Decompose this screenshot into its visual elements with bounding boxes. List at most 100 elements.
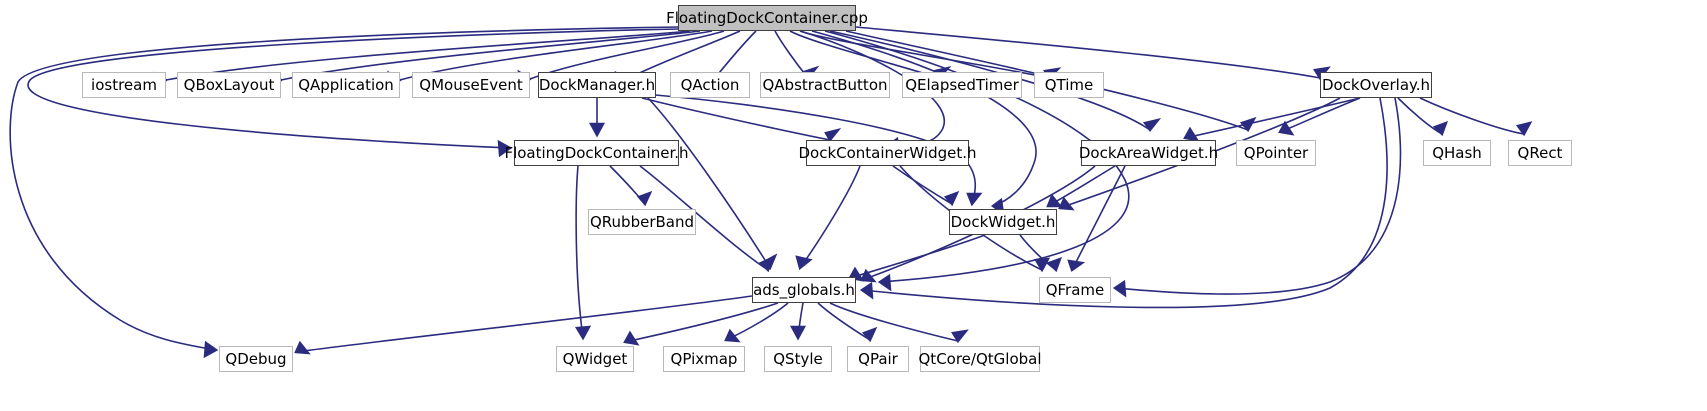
edge-dockmanager-to-dockcontainer bbox=[641, 97, 842, 143]
edge-arrowhead bbox=[1278, 120, 1295, 136]
graph-node-qstyle[interactable]: QStyle bbox=[764, 346, 832, 372]
edge-dockmanager-to-adsglobals bbox=[647, 97, 778, 271]
edge-dockoverlay-to-qframe bbox=[1112, 97, 1402, 298]
graph-node-qtglobal[interactable]: QtCore/QtGlobal bbox=[918, 346, 1042, 372]
graph-node-label: QElapsedTimer bbox=[905, 75, 1019, 94]
edge-arrowhead bbox=[623, 330, 640, 346]
graph-node-root[interactable]: FloatingDockContainer.cpp bbox=[666, 5, 868, 31]
graph-node-adsglobals[interactable]: ads_globals.h bbox=[752, 277, 856, 303]
graph-node-label: QApplication bbox=[298, 75, 394, 94]
graph-node-label: DockWidget.h bbox=[950, 212, 1056, 231]
graph-node-iostream[interactable]: iostream bbox=[82, 72, 166, 98]
graph-node-label: QRubberBand bbox=[589, 212, 694, 231]
graph-node-label: QFrame bbox=[1045, 280, 1105, 299]
graph-node-qtime[interactable]: QTime bbox=[1034, 72, 1104, 98]
edge-arrowhead bbox=[1142, 118, 1162, 132]
edge-arrowhead bbox=[877, 273, 892, 292]
graph-node-qpixmap[interactable]: QPixmap bbox=[663, 346, 745, 372]
graph-node-qpointer[interactable]: QPointer bbox=[1236, 140, 1316, 166]
edge-floatingdock-to-qrubberband bbox=[609, 165, 653, 207]
graph-node-qwidget[interactable]: QWidget bbox=[556, 346, 634, 372]
edge-floatingdock-to-adsglobals bbox=[639, 165, 775, 273]
edge-dockoverlay-to-qrect bbox=[1419, 97, 1533, 137]
edge-root-to-qabstractbutton bbox=[774, 30, 820, 81]
graph-node-label: QHash bbox=[1432, 143, 1482, 162]
graph-node-qrubberband[interactable]: QRubberBand bbox=[588, 209, 696, 235]
edge-root-to-dockwidget bbox=[811, 30, 1037, 216]
edge-dockmanager-to-floatingdock bbox=[588, 98, 606, 138]
graph-node-label: DockContainerWidget.h bbox=[798, 143, 977, 162]
graph-node-dockoverlay[interactable]: DockOverlay.h bbox=[1320, 72, 1432, 98]
edge-dockwidget-to-qframe bbox=[1019, 234, 1063, 273]
graph-node-label: QPixmap bbox=[670, 349, 738, 368]
edge-arrowhead bbox=[795, 255, 813, 271]
graph-node-label: QDebug bbox=[225, 349, 287, 368]
edge-adsglobals-to-qpair bbox=[817, 302, 878, 343]
edge-arrowhead bbox=[636, 190, 653, 207]
edge-adsglobals-to-qwidget bbox=[623, 302, 779, 346]
edge-dockmanager-to-dockwidget bbox=[654, 94, 983, 207]
edge-arrowhead bbox=[203, 340, 219, 359]
graph-node-label: QWidget bbox=[562, 349, 628, 368]
edge-arrowhead bbox=[1183, 126, 1200, 142]
graph-node-label: DockOverlay.h bbox=[1321, 75, 1431, 94]
edge-arrowhead bbox=[724, 328, 741, 343]
edge-arrowhead bbox=[497, 139, 513, 158]
edge-arrowhead bbox=[859, 281, 874, 300]
edge-floatingdock-to-qwidget bbox=[574, 165, 592, 341]
graph-node-qapplication[interactable]: QApplication bbox=[292, 72, 400, 98]
edge-root-to-qdebug bbox=[9, 26, 679, 359]
graph-node-label: ads_globals.h bbox=[753, 280, 855, 299]
graph-node-qhash[interactable]: QHash bbox=[1423, 140, 1491, 166]
graph-node-floatingdock[interactable]: FloatingDockContainer.h bbox=[504, 140, 689, 166]
edge-root-to-adsglobals bbox=[824, 30, 1130, 292]
edge-dockoverlay-to-dockarea bbox=[1183, 97, 1361, 142]
graph-node-label: QAction bbox=[680, 75, 740, 94]
graph-node-label: QTime bbox=[1044, 75, 1094, 94]
graph-node-label: FloatingDockContainer.cpp bbox=[666, 8, 868, 27]
edge-arrowhead bbox=[861, 326, 878, 343]
edge-arrowhead bbox=[1046, 193, 1063, 208]
graph-node-qmouseevent[interactable]: QMouseEvent bbox=[412, 72, 530, 98]
graph-node-qboxlayout[interactable]: QBoxLayout bbox=[177, 72, 281, 98]
edge-arrowhead bbox=[789, 325, 807, 341]
edge-arrowhead bbox=[1515, 121, 1533, 137]
graph-node-label: QStyle bbox=[773, 349, 823, 368]
edge-dockarea-to-dockwidget bbox=[1046, 165, 1116, 208]
edge-arrowhead bbox=[951, 329, 969, 344]
graph-node-qaction[interactable]: QAction bbox=[670, 72, 750, 98]
graph-node-qabstractbutton[interactable]: QAbstractButton bbox=[760, 72, 890, 98]
edge-arrowhead bbox=[1046, 256, 1063, 273]
edge-adsglobals-to-qdebug bbox=[294, 295, 753, 355]
edge-arrowhead bbox=[943, 190, 960, 207]
edge-adsglobals-to-qstyle bbox=[789, 302, 807, 341]
graph-node-label: DockManager.h bbox=[538, 75, 656, 94]
edge-adsglobals-to-qtglobal bbox=[829, 302, 969, 344]
graph-node-qdebug[interactable]: QDebug bbox=[219, 346, 293, 372]
graph-node-label: QtCore/QtGlobal bbox=[918, 349, 1042, 368]
graph-node-label: QRect bbox=[1517, 143, 1563, 162]
edge-arrowhead bbox=[1058, 196, 1075, 211]
graph-node-label: QMouseEvent bbox=[419, 75, 523, 94]
graph-node-qrect[interactable]: QRect bbox=[1508, 140, 1572, 166]
edge-arrowhead bbox=[1067, 259, 1086, 272]
edge-root-to-dockoverlay bbox=[855, 26, 1331, 81]
graph-node-label: QAbstractButton bbox=[762, 75, 888, 94]
graph-node-dockmanager[interactable]: DockManager.h bbox=[538, 72, 656, 98]
graph-node-label: QPair bbox=[858, 349, 898, 368]
edge-adsglobals-to-qpixmap bbox=[724, 302, 789, 343]
graph-node-label: QPointer bbox=[1243, 143, 1309, 162]
graph-node-dockwidget[interactable]: DockWidget.h bbox=[949, 209, 1057, 235]
edge-dockoverlay-to-qpointer bbox=[1278, 97, 1361, 136]
graph-node-qpair[interactable]: QPair bbox=[847, 346, 909, 372]
edge-arrowhead bbox=[824, 127, 842, 143]
graph-node-label: QBoxLayout bbox=[183, 75, 275, 94]
edge-arrowhead bbox=[1432, 120, 1449, 137]
graph-node-label: DockAreaWidget.h bbox=[1078, 143, 1219, 162]
graph-node-qframe[interactable]: QFrame bbox=[1039, 277, 1111, 303]
graph-node-dockcontainer[interactable]: DockContainerWidget.h bbox=[798, 140, 977, 166]
edge-arrowhead bbox=[1112, 279, 1127, 298]
graph-node-qelapsedtimer[interactable]: QElapsedTimer bbox=[902, 72, 1022, 98]
edge-arrowhead bbox=[294, 340, 311, 355]
graph-node-dockarea[interactable]: DockAreaWidget.h bbox=[1078, 140, 1219, 166]
